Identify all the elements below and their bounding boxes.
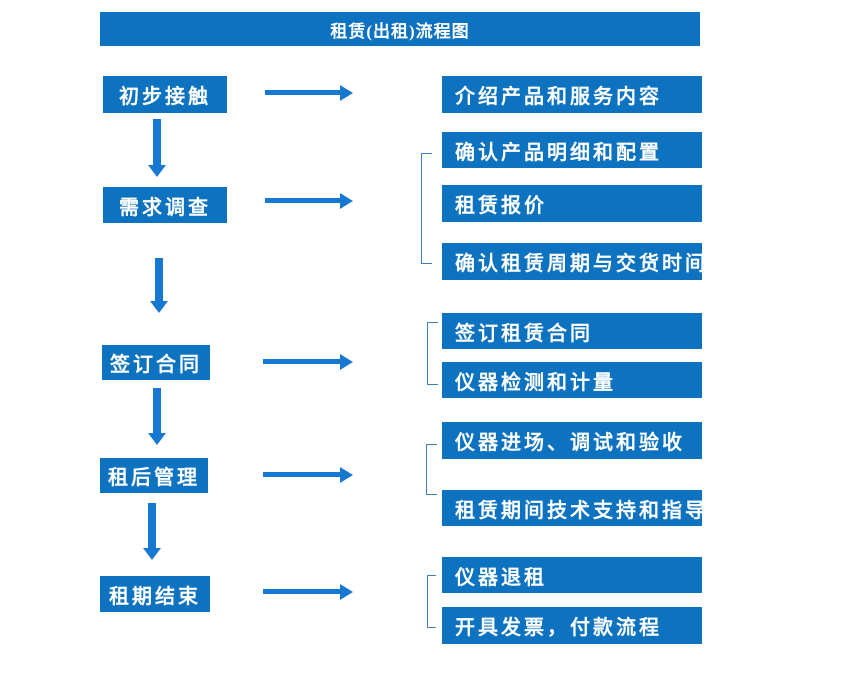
detail-box-instrument-inspection: 仪器检测和计量 <box>442 362 702 398</box>
detail-box-confirm-product-details: 确认产品明细和配置 <box>442 132 702 168</box>
right-arrow-icon-2 <box>265 198 340 203</box>
step-box-initial-contact: 初步接触 <box>103 76 227 113</box>
down-arrow-icon-1 <box>153 119 161 165</box>
step-box-sign-contract: 签订合同 <box>102 345 210 380</box>
detail-box-rental-quotation: 租赁报价 <box>442 185 702 222</box>
down-arrow-icon-2 <box>155 258 163 301</box>
detail-box-instrument-return: 仪器退租 <box>442 557 702 593</box>
bracket-rental-end-group <box>427 575 436 628</box>
right-arrow-icon-4 <box>263 472 340 477</box>
bracket-sign-contract-group <box>427 322 438 385</box>
detail-box-invoice-payment: 开具发票，付款流程 <box>442 607 702 644</box>
step-box-rental-end: 租期结束 <box>100 576 210 612</box>
detail-box-technical-support: 租赁期间技术支持和指导 <box>442 490 705 526</box>
down-arrow-icon-3 <box>153 388 161 433</box>
detail-box-sign-rental-contract: 签订租赁合同 <box>442 313 702 349</box>
down-arrow-icon-4 <box>148 503 156 548</box>
bracket-post-rental-group <box>426 444 437 495</box>
detail-box-introduce-products-services: 介绍产品和服务内容 <box>442 76 702 113</box>
right-arrow-icon-1 <box>265 90 340 95</box>
right-arrow-icon-5 <box>263 589 340 594</box>
flowchart-title: 租赁(出租)流程图 <box>100 12 700 46</box>
step-box-post-rental-management: 租后管理 <box>100 458 208 493</box>
detail-box-confirm-period-delivery: 确认租赁周期与交货时间 <box>442 243 705 280</box>
bracket-demand-survey-group <box>421 153 432 264</box>
step-box-demand-survey: 需求调查 <box>103 187 227 223</box>
right-arrow-icon-3 <box>263 359 340 364</box>
detail-box-instrument-setup-acceptance: 仪器进场、调试和验收 <box>442 422 702 459</box>
